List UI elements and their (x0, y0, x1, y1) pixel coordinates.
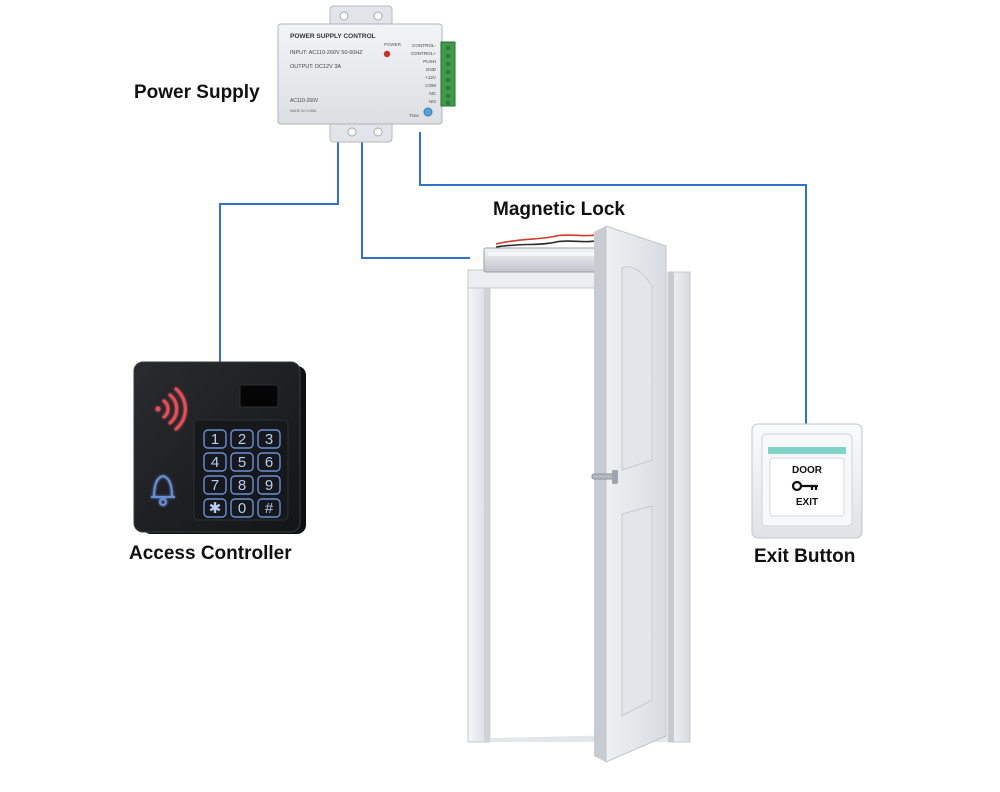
rfid-icon (155, 387, 187, 431)
doorbell-icon (151, 474, 175, 506)
keypad-key-label: 6 (265, 454, 273, 471)
label-access-controller: Access Controller (129, 543, 292, 564)
wire-magnetic-lock (361, 140, 470, 259)
power-led (383, 50, 391, 58)
keypad-key-label: # (265, 500, 274, 517)
wire-controller (219, 140, 339, 366)
keypad-key-label: 8 (238, 477, 246, 494)
keypad-key[interactable]: 5 (230, 452, 254, 472)
terminal-label: NO (429, 99, 436, 104)
door-panel (591, 225, 667, 763)
time-adjust-knob-icon (423, 107, 433, 117)
psu-made-in: MADE IN CHINA (290, 109, 317, 113)
power-supply-unit: POWER POWER SUPPLY CONTROL INPUT: AC110-… (277, 5, 456, 143)
keypad-key[interactable]: 3 (257, 429, 281, 449)
wiring (219, 132, 807, 428)
terminal-label: COM (425, 83, 436, 88)
psu-voltage: AC110-260V (290, 98, 319, 104)
keypad-key-label: 2 (238, 431, 246, 448)
terminal-label: CONTROL+ (411, 51, 436, 56)
keypad-key-label: 7 (211, 477, 219, 494)
psu-input-spec: INPUT: AC110-260V 50-60HZ (290, 50, 363, 56)
keypad-key[interactable]: # (257, 498, 281, 518)
keypad-key[interactable]: 6 (257, 452, 281, 472)
keypad-key[interactable]: 7 (203, 475, 227, 495)
keypad-key[interactable]: ✱ (203, 498, 227, 518)
terminal-labels: CONTROL- CONTROL+ PUSH GND +12V COM NC N… (411, 43, 437, 104)
magnetic-lock (483, 233, 603, 273)
keypad-key[interactable]: 9 (257, 475, 281, 495)
exit-plate-bottom-text: EXIT (796, 497, 818, 508)
keypad-key-label: 3 (265, 431, 273, 448)
access-controller-device: 1 2 3 4 5 6 7 (133, 361, 306, 534)
exit-push-button[interactable]: DOOR EXIT (769, 457, 845, 517)
keypad-key[interactable]: 1 (203, 429, 227, 449)
keypad-key-label: 1 (211, 431, 219, 448)
keypad-key[interactable]: 4 (203, 452, 227, 472)
label-exit-button: Exit Button (754, 546, 856, 567)
keypad-display (239, 384, 279, 408)
keypad-key-label: ✱ (209, 500, 222, 517)
keypad-keys: 1 2 3 4 5 6 7 (203, 429, 281, 518)
key-icon (791, 480, 818, 492)
psu-header: POWER SUPPLY CONTROL (290, 33, 376, 40)
keypad-key[interactable]: 2 (230, 429, 254, 449)
power-led-label: POWER (384, 42, 402, 47)
wire-exit-button (419, 132, 807, 428)
psu-output-spec: OUTPUT: DC12V 3A (290, 64, 341, 70)
keypad-key[interactable]: 0 (230, 498, 254, 518)
terminal-label: CONTROL- (412, 43, 436, 48)
terminal-label: PUSH (423, 59, 436, 64)
terminal-label: GND (426, 67, 437, 72)
terminal-label: +12V (425, 75, 437, 80)
keypad-key-label: 0 (238, 500, 246, 517)
exit-plate-top-text: DOOR (792, 465, 823, 476)
time-label: Time (409, 113, 419, 118)
label-power-supply: Power Supply (134, 82, 260, 103)
keypad-key-label: 9 (265, 477, 273, 494)
label-magnetic-lock: Magnetic Lock (493, 199, 625, 220)
keypad-key[interactable]: 8 (230, 475, 254, 495)
exit-button-device: DOOR EXIT (751, 423, 863, 539)
keypad-key-label: 5 (238, 454, 246, 471)
terminal-label: NC (429, 91, 436, 96)
keypad-key-label: 4 (211, 454, 219, 471)
exit-plate-stripe (768, 447, 846, 454)
